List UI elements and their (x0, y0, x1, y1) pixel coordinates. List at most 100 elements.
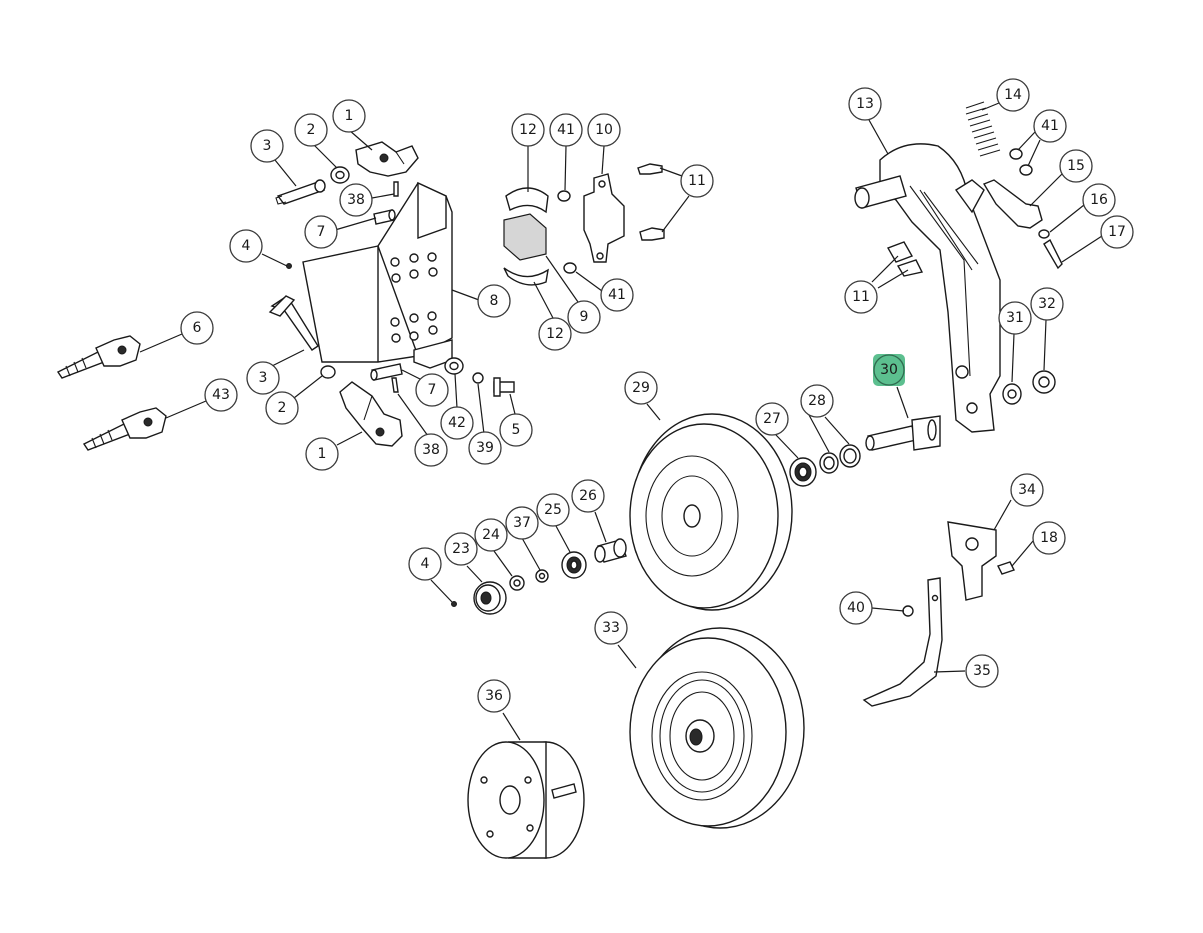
callout-circle (339, 183, 373, 217)
callout-label: 13 (856, 96, 874, 112)
callout-31[interactable]: 31 (998, 301, 1032, 335)
leader-42 (454, 373, 458, 409)
callout-circle (1100, 215, 1134, 249)
callout-1-lower[interactable]: 1 (305, 437, 339, 471)
callout-10[interactable]: 10 (587, 113, 621, 147)
callout-label: 2 (307, 122, 316, 138)
leader-29 (646, 403, 661, 421)
leader-7-upper (334, 217, 377, 231)
callout-label: 16 (1090, 192, 1108, 208)
callout-43[interactable]: 43 (204, 378, 238, 412)
leader-1-upper (348, 129, 373, 151)
callout-40[interactable]: 40 (839, 591, 873, 625)
callout-33[interactable]: 33 (594, 611, 628, 645)
callout-circle (1059, 149, 1093, 183)
callout-4-upper[interactable]: 4 (229, 229, 263, 263)
callout-13[interactable]: 13 (848, 87, 882, 121)
part-38-pin-upper (393, 181, 399, 197)
callout-circle (305, 437, 339, 471)
callout-35[interactable]: 35 (965, 654, 999, 688)
leader-43 (165, 400, 207, 419)
part-42-nut (444, 357, 464, 375)
callout-7-lower[interactable]: 7 (415, 373, 449, 407)
callout-label: 27 (763, 411, 781, 427)
callout-28[interactable]: 28 (800, 384, 834, 418)
part-41-nut-a (557, 190, 571, 202)
callout-circle (477, 284, 511, 318)
callout-label: 7 (428, 382, 437, 398)
callout-37[interactable]: 37 (505, 506, 539, 540)
part-6-spindle (56, 335, 141, 379)
callout-circle (499, 413, 533, 447)
callout-5[interactable]: 5 (499, 413, 533, 447)
callout-label: 41 (1041, 118, 1059, 134)
callout-41-b[interactable]: 41 (600, 278, 634, 312)
callout-label: 38 (422, 442, 440, 458)
callout-18[interactable]: 18 (1032, 521, 1066, 555)
callout-label: 31 (1006, 310, 1024, 326)
callout-circle (474, 518, 508, 552)
callout-16[interactable]: 16 (1082, 183, 1116, 217)
callout-8[interactable]: 8 (477, 284, 511, 318)
callout-12-lower[interactable]: 12 (538, 317, 572, 351)
callout-32[interactable]: 32 (1030, 287, 1064, 321)
callout-7-upper[interactable]: 7 (304, 215, 338, 249)
callout-38-upper[interactable]: 38 (339, 183, 373, 217)
callout-label: 15 (1067, 158, 1085, 174)
callout-36[interactable]: 36 (477, 679, 511, 713)
callout-25[interactable]: 25 (536, 493, 570, 527)
part-4-setscrew (286, 263, 292, 269)
callout-circle (440, 406, 474, 440)
callout-1-upper[interactable]: 1 (332, 99, 366, 133)
callout-label: 7 (317, 224, 326, 240)
callout-label: 33 (602, 620, 620, 636)
callout-26[interactable]: 26 (571, 479, 605, 513)
callout-2-lower[interactable]: 2 (265, 391, 299, 425)
callout-14[interactable]: 14 (996, 78, 1030, 112)
callout-circle (408, 547, 442, 581)
callout-41-right[interactable]: 41 (1033, 109, 1067, 143)
leader-6 (139, 333, 183, 353)
part-37-washer (535, 569, 549, 583)
callout-27[interactable]: 27 (755, 402, 789, 436)
callout-11-right[interactable]: 11 (844, 280, 878, 314)
callout-2-upper[interactable]: 2 (294, 113, 328, 147)
callout-23[interactable]: 23 (444, 532, 478, 566)
callout-24[interactable]: 24 (474, 518, 508, 552)
callout-circle (567, 300, 601, 334)
part-39-washer (472, 372, 484, 384)
callout-label: 26 (579, 488, 597, 504)
callout-circle (304, 215, 338, 249)
callout-label: 9 (580, 309, 589, 325)
callout-label: 39 (476, 440, 494, 456)
callout-41-a[interactable]: 41 (549, 113, 583, 147)
callout-39[interactable]: 39 (468, 431, 502, 465)
callout-30-highlighted[interactable]: 30 (873, 354, 905, 386)
callout-29[interactable]: 29 (624, 371, 658, 405)
callout-9[interactable]: 9 (567, 300, 601, 334)
callout-6[interactable]: 6 (180, 311, 214, 345)
callout-38-lower[interactable]: 38 (414, 433, 448, 467)
callout-circle (571, 479, 605, 513)
callout-3-upper[interactable]: 3 (250, 129, 284, 163)
callout-circle (1030, 287, 1064, 321)
callout-42[interactable]: 42 (440, 406, 474, 440)
callout-12-upper[interactable]: 12 (511, 113, 545, 147)
callout-label: 42 (448, 415, 466, 431)
leader-5 (509, 393, 516, 415)
leader-3-lower (271, 349, 305, 367)
callout-label: 11 (688, 173, 706, 189)
callouts: 1 2 3 38 7 4 8 6 (180, 78, 1134, 713)
callout-11-upper[interactable]: 11 (680, 164, 714, 198)
callout-15[interactable]: 15 (1059, 149, 1093, 183)
leader-36 (502, 712, 521, 741)
leader-15 (1029, 173, 1063, 207)
callout-3-lower[interactable]: 3 (246, 361, 280, 395)
part-4-setscrew-lower (451, 601, 457, 607)
callout-circle (755, 402, 789, 436)
callout-4-lower[interactable]: 4 (408, 547, 442, 581)
leader-35 (933, 670, 966, 673)
callout-34[interactable]: 34 (1010, 473, 1044, 507)
callout-label: 11 (852, 289, 870, 305)
callout-17[interactable]: 17 (1100, 215, 1134, 249)
